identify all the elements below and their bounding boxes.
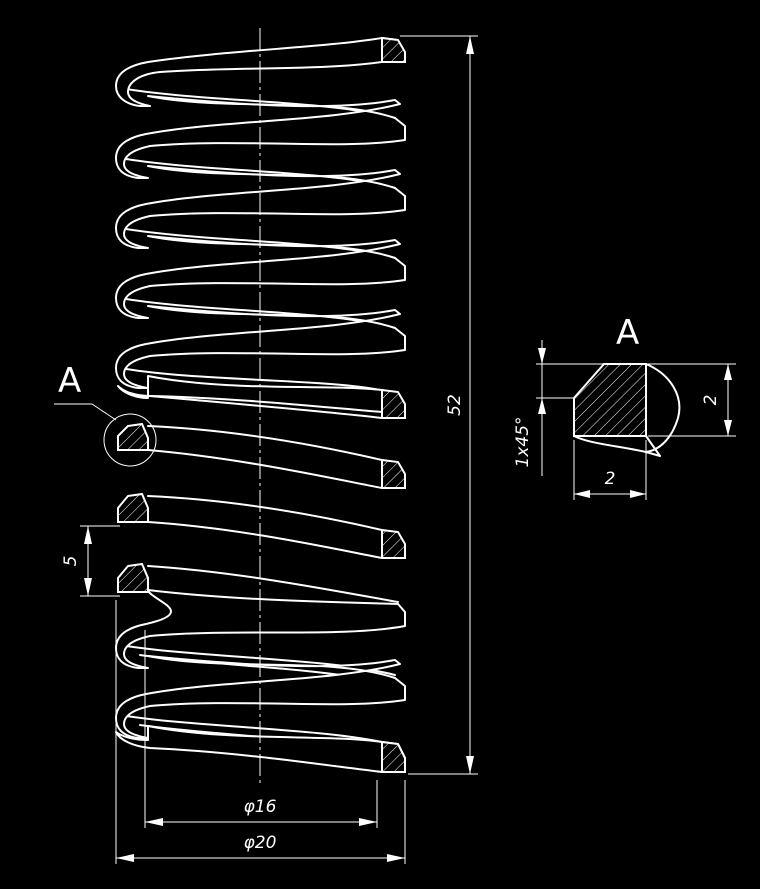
- dim-outer-diameter: φ20: [115, 600, 406, 864]
- dim-inner-diameter: φ16: [144, 630, 378, 828]
- dim-free-length: 52: [400, 35, 478, 775]
- inner-diameter-value: φ16: [244, 797, 277, 817]
- chamfer-value: 1x45°: [513, 416, 533, 467]
- detail-callout: A: [54, 361, 157, 467]
- wire-height-value: 2: [701, 395, 721, 406]
- wire-width-value: 2: [605, 469, 616, 489]
- bottom-ground-face: [381, 740, 406, 773]
- outer-diameter-value: φ20: [244, 833, 277, 853]
- section-label: A: [616, 313, 639, 353]
- coil-section-cuts: [117, 388, 406, 593]
- dim-pitch: 5: [61, 525, 120, 597]
- coil-open-strands: [147, 395, 399, 603]
- wire-section-hatched: [573, 363, 647, 437]
- pitch-value: 5: [61, 556, 81, 567]
- top-ground-face: [381, 36, 406, 63]
- detail-label: A: [58, 361, 81, 401]
- free-length-value: 52: [445, 394, 465, 416]
- section-a-detail: A 2 2 1x45°: [513, 313, 736, 500]
